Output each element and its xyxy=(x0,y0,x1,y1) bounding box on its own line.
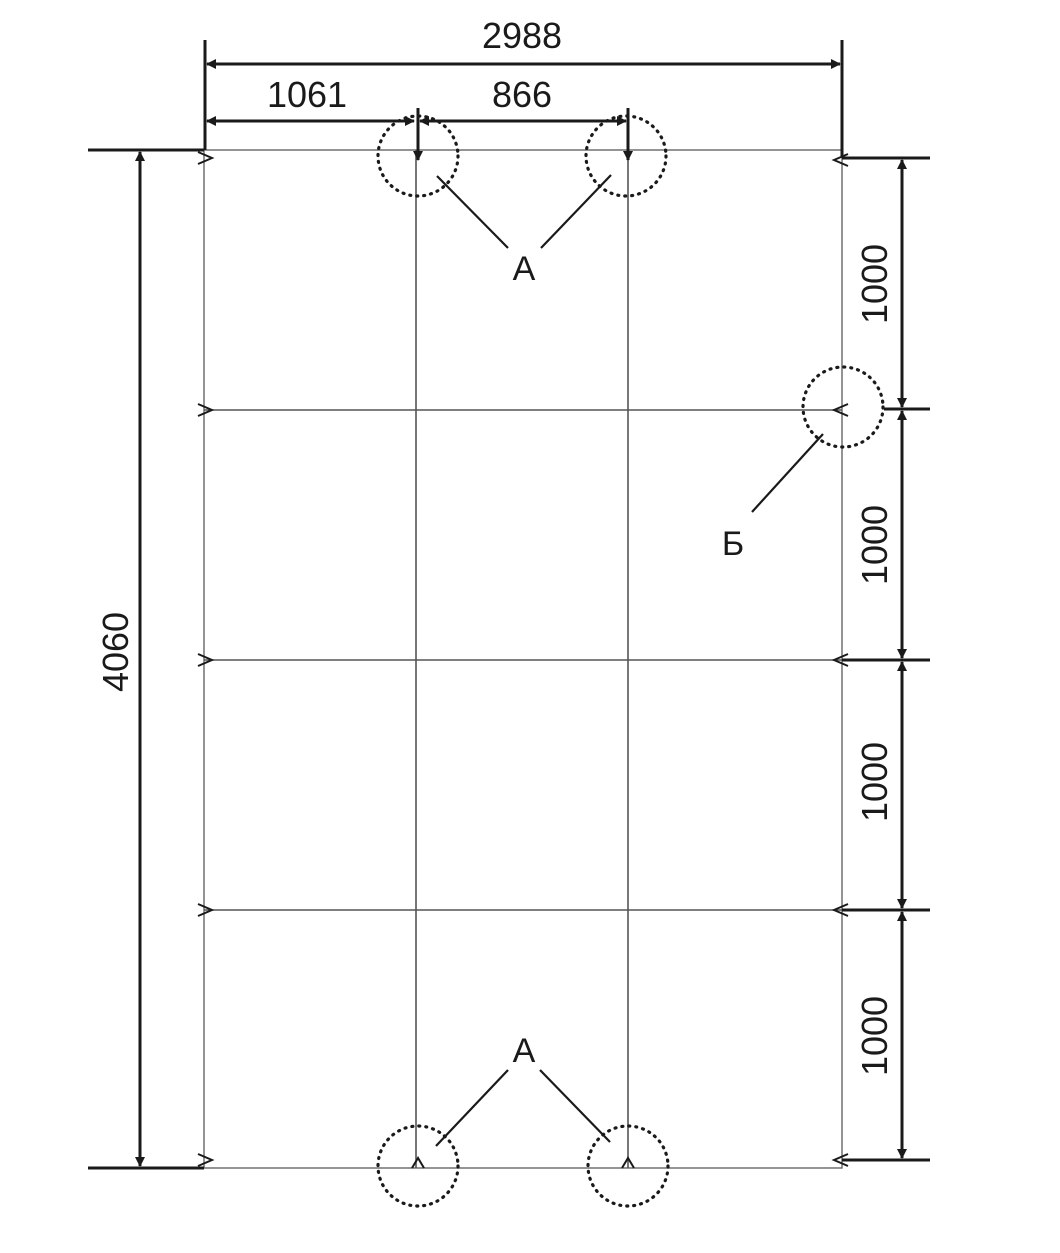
leader-a-bottom-left xyxy=(435,1069,509,1147)
dimension-bay-3: 1000 xyxy=(854,742,895,822)
detail-circle-a-top-left xyxy=(376,114,460,198)
dimension-overall-width: 2988 xyxy=(482,15,562,56)
leader-a-bottom-right xyxy=(539,1069,611,1143)
label-detail-b: Б xyxy=(722,525,744,563)
dimension-post-spacing: 866 xyxy=(492,74,552,115)
bottom-post-markers xyxy=(411,1156,635,1169)
label-detail-a-top: А xyxy=(513,250,536,288)
dimension-bay-1: 1000 xyxy=(854,244,895,324)
dimension-bay-2: 1000 xyxy=(854,505,895,585)
dimension-bay-4: 1000 xyxy=(854,996,895,1076)
detail-circle-a-bottom-right xyxy=(586,1124,670,1208)
dimension-left-offset: 1061 xyxy=(267,74,347,115)
label-detail-a-bottom: А xyxy=(513,1032,536,1070)
leader-a-top-left xyxy=(436,175,509,249)
detail-circle-a-bottom-left xyxy=(376,1124,460,1208)
detail-circle-b xyxy=(801,365,885,449)
leader-a-top-right xyxy=(540,174,612,249)
detail-circle-a-top-right xyxy=(584,114,668,198)
dimension-overall-length: 4060 xyxy=(95,612,136,692)
leader-b xyxy=(751,433,824,513)
left-clips xyxy=(197,151,215,1167)
outer-frame xyxy=(203,149,843,1169)
